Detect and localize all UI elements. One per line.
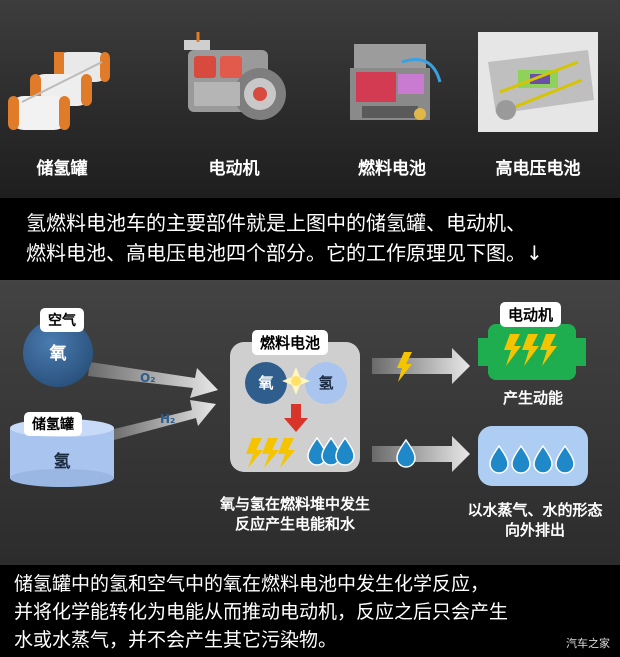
oxygen-char: 氧 [49,344,67,364]
motor-label: 电动机 [500,302,562,327]
explanation-line-3: 水或水蒸气，并不会产生其它污染物。 [14,629,338,651]
down-arrow-icon [284,404,308,432]
water-drop-icons-panel [489,444,575,474]
water-arrow [372,436,470,472]
cell-oxygen-circle [245,362,287,404]
battery-icon [478,32,598,132]
oxygen-circle [23,319,93,387]
spark-icon [282,367,310,395]
cell-caption: 氧与氢在燃料堆中发生 反应产生电能和水 [205,494,385,534]
fuel-cell-icon [350,44,442,120]
diagram-graphics: O₂ H₂ [10,318,588,487]
cell-hydrogen-char: 氢 [318,374,334,392]
tank-label: 储氢罐 [24,412,82,436]
intro-line-1: 氢燃料电池车的主要部件就是上图中的储氢罐、电动机、 [26,211,526,235]
electric-motor-icon [184,32,286,120]
fuel-cell-label: 燃料电池 [252,330,329,355]
components-strip: 储氢罐 电动机 燃料电池 [0,0,620,198]
part-label: 电动机 [208,159,260,179]
intro-line-2: 燃料电池、高电压电池四个部分。它的工作原理见下图。↓ [26,241,543,265]
part-label: 燃料电池 [358,159,426,179]
h2-arrow [110,400,216,440]
part-electric-motor: 电动机 [164,14,304,194]
o2-arrow [88,362,218,398]
intro-text: 氢燃料电池车的主要部件就是上图中的储氢罐、电动机、 燃料电池、高电压电池四个部分… [0,198,620,280]
part-fuel-cell: 燃料电池 [322,14,462,194]
part-battery: 高电压电池 [468,14,608,194]
part-label: 高电压电池 [495,159,581,179]
explanation-line-1: 储氢罐中的氢和空气中的氧在燃料电池中发生化学反应， [14,573,490,595]
cell-oxygen-char: 氧 [258,374,274,392]
water-caption-line-2: 向外排出 [504,521,565,539]
hydrogen-tank-icon [8,52,110,130]
motor-caption: 产生动能 [502,389,563,407]
explanation-line-2: 并将化学能转化为电能从而推动电动机，反应之后只会产生 [14,601,509,623]
water-caption: 以水蒸气、水的形态 向外排出 [456,500,614,540]
explanation-text: 储氢罐中的氢和空气中的氧在燃料电池中发生化学反应， 并将化学能转化为电能从而推动… [0,565,620,657]
part-label: 储氢罐 [36,159,88,179]
energy-arrow [372,348,470,384]
water-drop-icon-arrow [396,438,416,468]
hydrogen-char: 氢 [53,452,71,472]
bolt-icons-cell [246,438,295,468]
cell-hydrogen-circle [305,362,347,404]
working-principle-diagram: O₂ H₂ 空气 氧 储氢罐 氢 燃料电池 氧 氢 氧与氢在燃料堆中发生 反应产… [0,280,620,565]
bolt-icon-arrow [397,352,412,382]
air-label: 空气 [40,308,84,332]
water-caption-line-1: 以水蒸气、水的形态 [467,501,603,519]
water-drop-icons-cell [307,436,355,466]
part-hydrogen-tank: 储氢罐 [0,14,132,194]
bolt-icons-motor [504,334,557,366]
cell-caption-line-1: 氧与氢在燃料堆中发生 [219,495,370,513]
o2-label: O₂ [140,371,155,385]
h2-label: H₂ [160,412,175,426]
cell-caption-line-2: 反应产生电能和水 [234,515,355,533]
watermark: 汽车之家 [566,637,610,650]
